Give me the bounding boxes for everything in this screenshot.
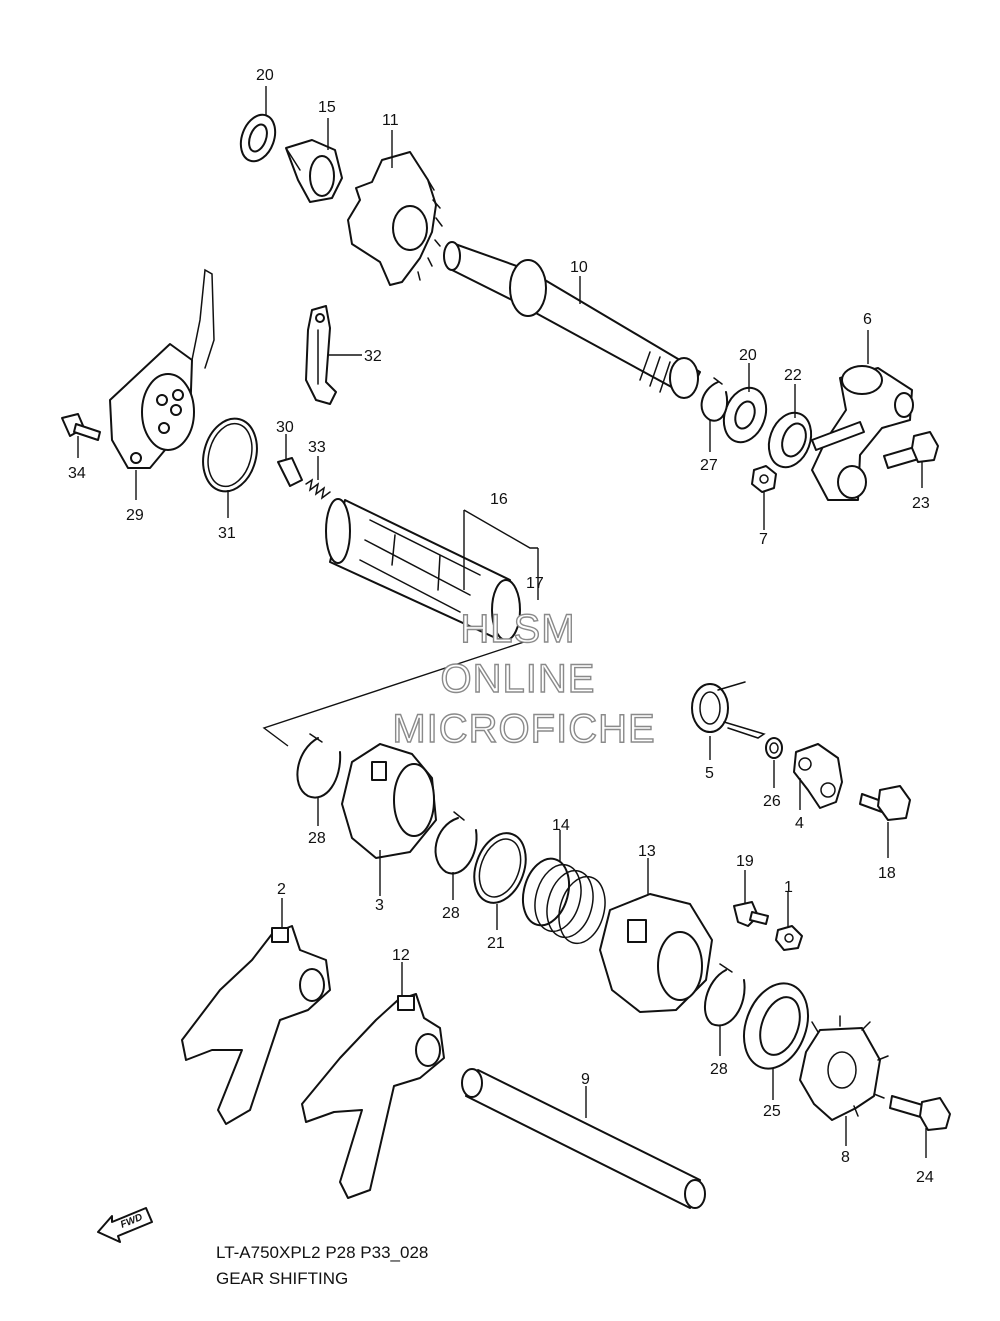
part-18-bolt[interactable] <box>859 785 911 821</box>
callout-numbers: 20 15 11 10 32 34 29 31 30 33 16 17 20 2… <box>68 67 934 1186</box>
callout-19: 19 <box>736 853 754 870</box>
part-31-o-ring[interactable] <box>195 413 264 498</box>
callout-25: 25 <box>763 1103 781 1120</box>
part-27-circlip[interactable] <box>700 377 728 422</box>
part-29-gear-position-cover[interactable] <box>109 268 215 469</box>
part-12-gearshift-fork[interactable] <box>301 993 445 1199</box>
part-16-gearshift-cam[interactable] <box>325 498 521 641</box>
callout-32: 32 <box>364 348 382 365</box>
part-3-shift-cam-driven-gear[interactable] <box>341 743 437 859</box>
callout-9: 9 <box>581 1071 590 1088</box>
callout-4: 4 <box>795 815 804 832</box>
watermark-line-2: ONLINE <box>441 657 596 701</box>
callout-3: 3 <box>375 897 384 914</box>
part-7-nut[interactable] <box>751 465 777 493</box>
diagram-code: LT-A750XPL2 P28 P33_028 <box>216 1243 428 1262</box>
part-22-oil-seal[interactable] <box>762 407 819 473</box>
watermark-line-1: HLSM <box>460 607 575 651</box>
part-30-pin[interactable] <box>277 457 303 487</box>
callout-2: 2 <box>277 881 286 898</box>
part-19-screw[interactable] <box>733 901 769 927</box>
callout-17: 17 <box>526 575 544 592</box>
callout-12: 12 <box>392 947 410 964</box>
callout-28-middle: 28 <box>442 905 460 922</box>
callout-14: 14 <box>552 817 570 834</box>
part-23-bolt[interactable] <box>883 431 939 469</box>
callout-24: 24 <box>916 1169 934 1186</box>
callout-27: 27 <box>700 457 718 474</box>
part-11-gear-shift-arm[interactable] <box>347 151 443 286</box>
part-28-circlip-middle[interactable] <box>434 811 478 875</box>
part-21-washer[interactable] <box>465 826 535 910</box>
assembly-reference-lines <box>262 639 531 747</box>
part-20-washer-top[interactable] <box>235 110 281 166</box>
part-13-shift-pawl-drum[interactable] <box>599 893 713 1013</box>
callout-31: 31 <box>218 525 236 542</box>
part-15-pawl[interactable] <box>285 139 343 203</box>
callout-28-left: 28 <box>308 830 326 847</box>
callout-18: 18 <box>878 865 896 882</box>
callout-20: 20 <box>739 347 757 364</box>
callout-23: 23 <box>912 495 930 512</box>
callout-10: 10 <box>570 259 588 276</box>
diagram-title: GEAR SHIFTING <box>216 1269 348 1288</box>
leader-lines <box>77 86 927 1158</box>
part-10-gearshift-shaft[interactable] <box>443 241 701 399</box>
callout-30: 30 <box>276 419 294 436</box>
part-14-spring[interactable] <box>516 853 612 948</box>
callout-26: 26 <box>763 793 781 810</box>
callout-28-right: 28 <box>710 1061 728 1078</box>
footer: LT-A750XPL2 P28 P33_028 GEAR SHIFTING <box>216 1243 428 1288</box>
callout-21: 21 <box>487 935 505 952</box>
watermark-line-3: MICROFICHE <box>392 707 655 751</box>
callout-20-top: 20 <box>256 67 274 84</box>
part-4-cam-driven-arm[interactable] <box>793 743 843 809</box>
callout-16: 16 <box>490 491 508 508</box>
part-5-return-spring[interactable] <box>691 681 766 739</box>
fwd-arrow-icon: FWD <box>97 1207 153 1243</box>
callout-5: 5 <box>705 765 714 782</box>
part-32-stopper-plate[interactable] <box>305 305 337 405</box>
callout-1: 1 <box>784 879 793 896</box>
callout-8: 8 <box>841 1149 850 1166</box>
part-6-cam-stopper[interactable] <box>811 365 914 501</box>
part-1-nut[interactable] <box>775 925 803 951</box>
callout-34: 34 <box>68 465 86 482</box>
part-26-washer[interactable] <box>765 737 783 759</box>
callout-22: 22 <box>784 367 802 384</box>
part-33-spring[interactable] <box>305 478 331 500</box>
part-8-shift-cam-gear[interactable] <box>799 1015 889 1121</box>
callout-29: 29 <box>126 507 144 524</box>
part-9-gearshift-cam-shaft[interactable] <box>461 1068 706 1209</box>
part-24-bolt[interactable] <box>889 1095 951 1131</box>
callout-33: 33 <box>308 439 326 456</box>
part-28-circlip-left[interactable] <box>296 733 342 799</box>
callout-6: 6 <box>863 311 872 328</box>
part-2-gearshift-fork[interactable] <box>181 925 331 1125</box>
callout-15: 15 <box>318 99 336 116</box>
part-25-bearing[interactable] <box>733 974 819 1077</box>
callout-13: 13 <box>638 843 656 860</box>
watermark: HLSM ONLINE MICROFICHE <box>392 606 656 751</box>
part-28-circlip-right[interactable] <box>703 963 746 1027</box>
callout-11: 11 <box>382 112 399 129</box>
callout-7: 7 <box>759 531 768 548</box>
part-34-bolt[interactable] <box>61 413 101 441</box>
